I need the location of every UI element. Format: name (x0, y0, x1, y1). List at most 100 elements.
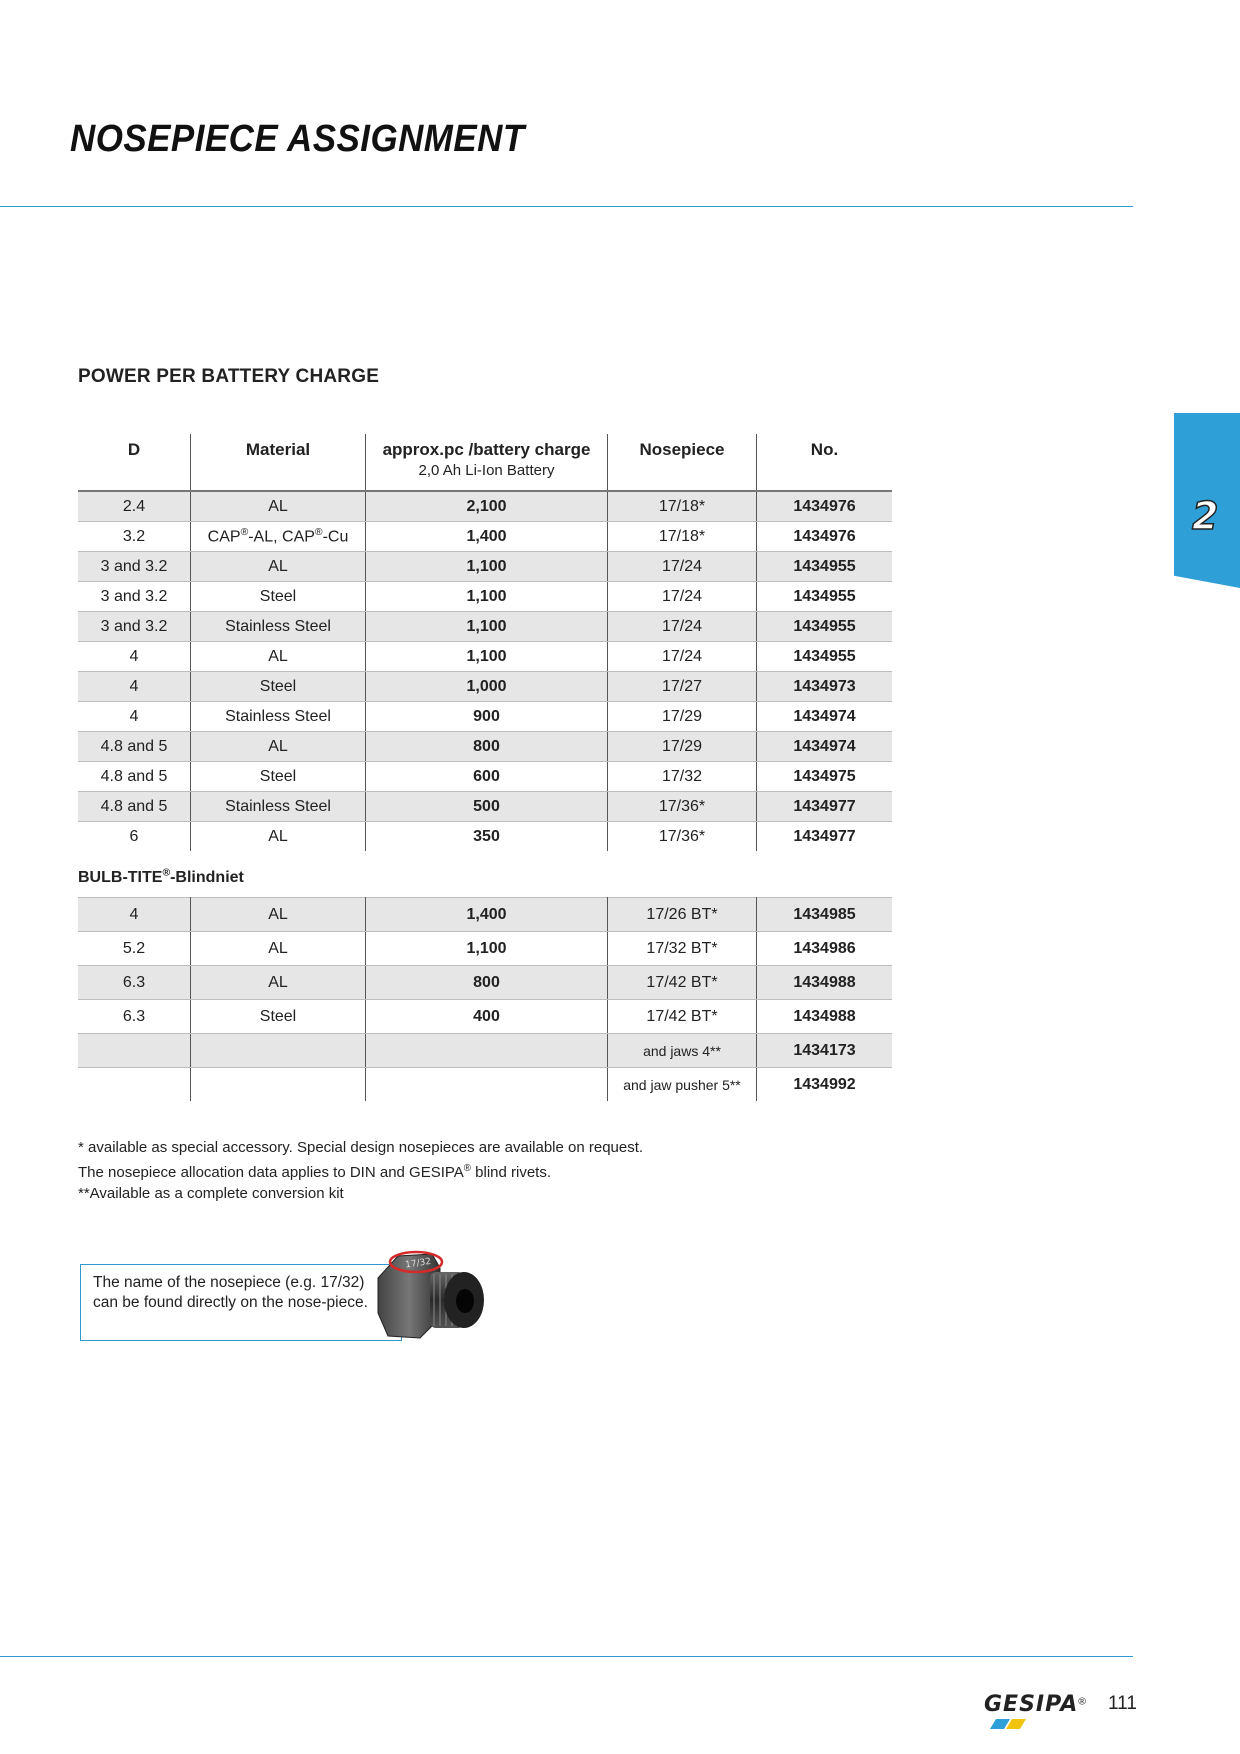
cell-d: 3 and 3.2 (78, 551, 191, 582)
chapter-number: 2 (1191, 493, 1219, 539)
cell-charge: 1,100 (365, 551, 608, 582)
cell-charge: 1,400 (365, 521, 608, 552)
cell-charge: 2,100 (365, 491, 608, 522)
cell-nosepiece: 17/42 BT* (607, 965, 757, 1000)
cell-charge: 800 (365, 965, 608, 1000)
header-charge-label: approx.pc /battery charge (382, 440, 591, 459)
cell-nosepiece: 17/36* (607, 821, 757, 851)
cell-material: Steel (190, 671, 366, 702)
cell-nosepiece: 17/24 (607, 611, 757, 642)
cell-no: 1434985 (756, 897, 892, 932)
cell-d: 3 and 3.2 (78, 611, 191, 642)
cell-no: 1434977 (756, 791, 892, 822)
cell-nosepiece: 17/32 BT* (607, 931, 757, 966)
cell-no: 1434977 (756, 821, 892, 851)
cell-nosepiece: 17/42 BT* (607, 999, 757, 1034)
engraving-label: 17/32 (405, 1257, 432, 1271)
cell-no: 1434988 (756, 965, 892, 1000)
cell-no: 1434973 (756, 671, 892, 702)
table-header-row: D Material approx.pc /battery charge 2,0… (78, 434, 892, 492)
cell-d: 4 (78, 671, 191, 702)
bulb-tite-heading-text: BULB-TITE®-Blindniet (78, 868, 244, 887)
cell-no: 1434955 (756, 581, 892, 612)
header-d: D (78, 434, 191, 492)
cell-charge: 1,100 (365, 581, 608, 612)
cell-nosepiece: 17/26 BT* (607, 897, 757, 932)
cell-d: 3.2 (78, 521, 191, 552)
cell-d: 6 (129, 827, 139, 845)
cell-material: AL (190, 491, 366, 522)
cell-nosepiece: 17/27 (607, 671, 757, 702)
cell-material: Stainless Steel (190, 611, 366, 642)
footnote-1: * available as special accessory. Specia… (78, 1139, 644, 1156)
cell-nosepiece: and jaw pusher 5** (607, 1067, 757, 1101)
bulb-tite-heading: BULB-TITE®-Blindniet (78, 868, 244, 887)
nosepiece-callout: The name of the nosepiece (e.g. 17/32) c… (80, 1264, 402, 1341)
cell-d: 4 (78, 897, 191, 932)
cell-nosepiece: and jaws 4** (607, 1033, 757, 1068)
chapter-tab[interactable] (1174, 413, 1240, 588)
header-charge: approx.pc /battery charge 2,0 Ah Li-Ion … (365, 434, 608, 492)
cell-charge: 350 (365, 821, 608, 851)
cell-no: 1434955 (756, 611, 892, 642)
cell-material: AL (190, 731, 366, 762)
cell-d (78, 1067, 191, 1101)
cell-d: 4.8 and 5 (78, 761, 191, 792)
footer-divider (0, 1656, 1133, 1657)
cell-charge (365, 1067, 608, 1101)
logo-registered-mark: ® (1078, 1696, 1086, 1708)
cell-d: 4.8 and 5 (78, 731, 191, 762)
table-row: and jaws 4**1434173 (78, 1033, 892, 1068)
cell-charge: 900 (365, 701, 608, 732)
cell-material (190, 1033, 366, 1068)
battery-charge-table: D Material approx.pc /battery charge 2,0… (78, 434, 892, 851)
cell-no: 1434976 (756, 491, 892, 522)
cell-nosepiece: 17/32 (607, 761, 757, 792)
engraving-highlight (388, 1250, 444, 1274)
cell-charge: 500 (365, 791, 608, 822)
cell-charge: 1,100 (365, 641, 608, 672)
table-row: and jaw pusher 5**1434992 (78, 1067, 892, 1101)
cell-d: 6.3 (78, 999, 191, 1034)
cell-no: 1434974 (756, 731, 892, 762)
cell-no: 1434986 (756, 931, 892, 966)
cell-nosepiece: 17/18* (607, 491, 757, 522)
cell-material: Stainless Steel (190, 701, 366, 732)
cell-no: 1434955 (756, 641, 892, 672)
cell-d: 2.4 (78, 491, 191, 522)
cell-d: 5.2 (78, 931, 191, 966)
cell-material: CAP®-AL, CAP®-Cu (190, 521, 366, 552)
cell-nosepiece: 17/29 (607, 731, 757, 762)
cell-d: 4 (78, 701, 191, 732)
cell-nosepiece: 17/24 (607, 581, 757, 612)
cell-d: 4 (78, 641, 191, 672)
cell-material: Steel (190, 581, 366, 612)
cell-material: AL (190, 965, 366, 1000)
cell-no: 1434976 (756, 521, 892, 552)
cell-nosepiece: 17/24 (607, 551, 757, 582)
cell-material: Stainless Steel (190, 791, 366, 822)
cell-material: Steel (190, 761, 366, 792)
footnote-3: **Available as a complete conversion kit (78, 1185, 344, 1202)
gesipa-logo: GESIPA® (984, 1692, 1086, 1729)
header-nosepiece: Nosepiece (607, 434, 757, 492)
cell-d (78, 1033, 191, 1068)
cell-d: 6.3 (78, 965, 191, 1000)
cell-d: 4.8 and 5 (78, 791, 191, 822)
page-number: 111 (1108, 1693, 1137, 1714)
cell-no: 1434974 (756, 701, 892, 732)
